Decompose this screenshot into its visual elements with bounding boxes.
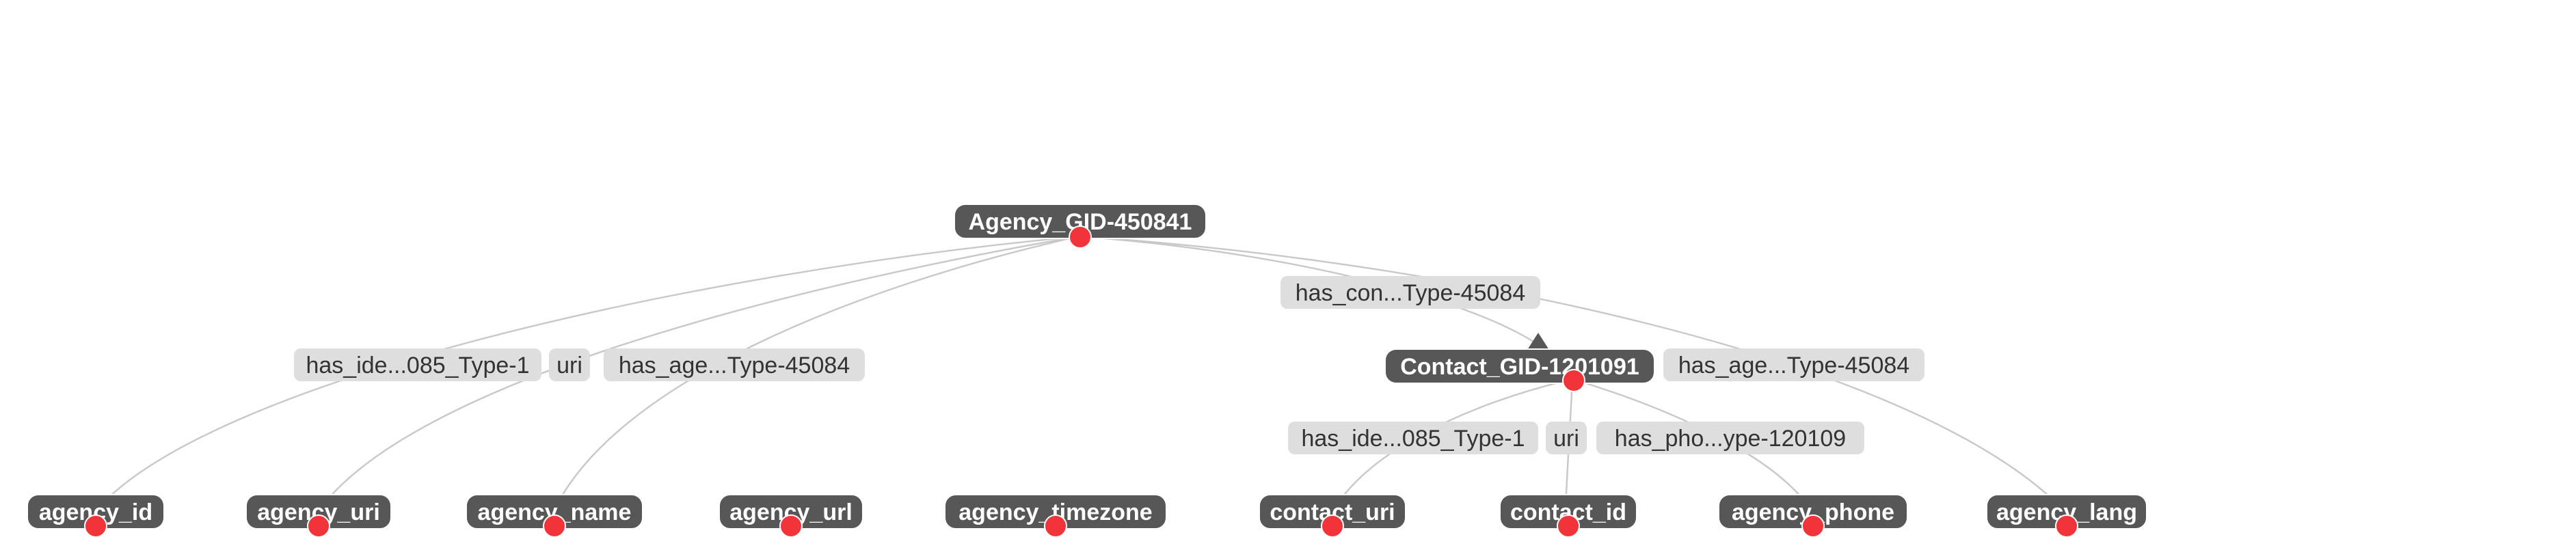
arrowhead-icon	[1527, 333, 1549, 350]
edge-label[interactable]: uri	[549, 348, 590, 381]
marker-agency-uri[interactable]	[307, 514, 330, 537]
marker-agency-url[interactable]	[779, 514, 803, 537]
nodes: Agency_GID-450841 Contact_GID-1201091 ag…	[27, 204, 2147, 529]
svg-text:uri: uri	[556, 353, 582, 378]
edge-label[interactable]: has_ide...085_Type-1	[294, 348, 541, 381]
marker-agency-id[interactable]	[84, 514, 107, 537]
node-agency-id[interactable]: agency_id	[27, 494, 165, 529]
node-agency-phone[interactable]: agency_phone	[1718, 494, 1908, 529]
edge-label[interactable]: has_age...Type-45084	[604, 348, 865, 381]
marker-contact-uri[interactable]	[1321, 514, 1344, 537]
edge-label[interactable]: has_con...Type-45084	[1280, 276, 1540, 309]
marker-contact[interactable]	[1562, 369, 1585, 392]
svg-text:Contact_GID-1201091: Contact_GID-1201091	[1400, 354, 1639, 380]
edge-agency-agency-id	[95, 235, 1079, 512]
svg-text:has_ide...085_Type-1: has_ide...085_Type-1	[306, 353, 529, 378]
marker-agency-name[interactable]	[543, 514, 566, 537]
markers	[84, 225, 2078, 537]
svg-text:has_age...Type-45084: has_age...Type-45084	[1678, 353, 1909, 378]
edge-labels: has_ide...085_Type-1 uri has_age...Type-…	[294, 276, 1924, 454]
edge-label[interactable]: has_age...Type-45084	[1663, 348, 1924, 381]
edge-label[interactable]: has_pho...ype-120109	[1596, 422, 1864, 454]
svg-text:has_pho...ype-120109: has_pho...ype-120109	[1615, 426, 1846, 452]
edge-label[interactable]: uri	[1546, 422, 1587, 454]
edge-label[interactable]: has_ide...085_Type-1	[1288, 422, 1538, 454]
marker-agency-timezone[interactable]	[1044, 514, 1067, 537]
svg-text:has_con...Type-45084: has_con...Type-45084	[1296, 280, 1525, 306]
marker-contact-id[interactable]	[1557, 514, 1580, 537]
edge-agency-agency-uri	[318, 235, 1079, 512]
edge-agency-agency-lang	[1078, 235, 2065, 512]
svg-text:uri: uri	[1553, 426, 1579, 452]
edge-agency-agency-name	[552, 235, 1079, 512]
node-contact-id[interactable]: contact_id	[1499, 494, 1637, 529]
marker-agency-phone[interactable]	[1801, 514, 1825, 537]
marker-agency[interactable]	[1069, 225, 1092, 249]
node-contact[interactable]: Contact_GID-1201091	[1384, 348, 1655, 384]
svg-text:has_ide...085_Type-1: has_ide...085_Type-1	[1301, 426, 1525, 452]
marker-agency-lang[interactable]	[2055, 514, 2078, 537]
node-agency-name[interactable]: agency_name	[466, 494, 643, 529]
node-agency-uri[interactable]: agency_uri	[245, 494, 392, 529]
svg-text:has_age...Type-45084: has_age...Type-45084	[619, 353, 850, 378]
